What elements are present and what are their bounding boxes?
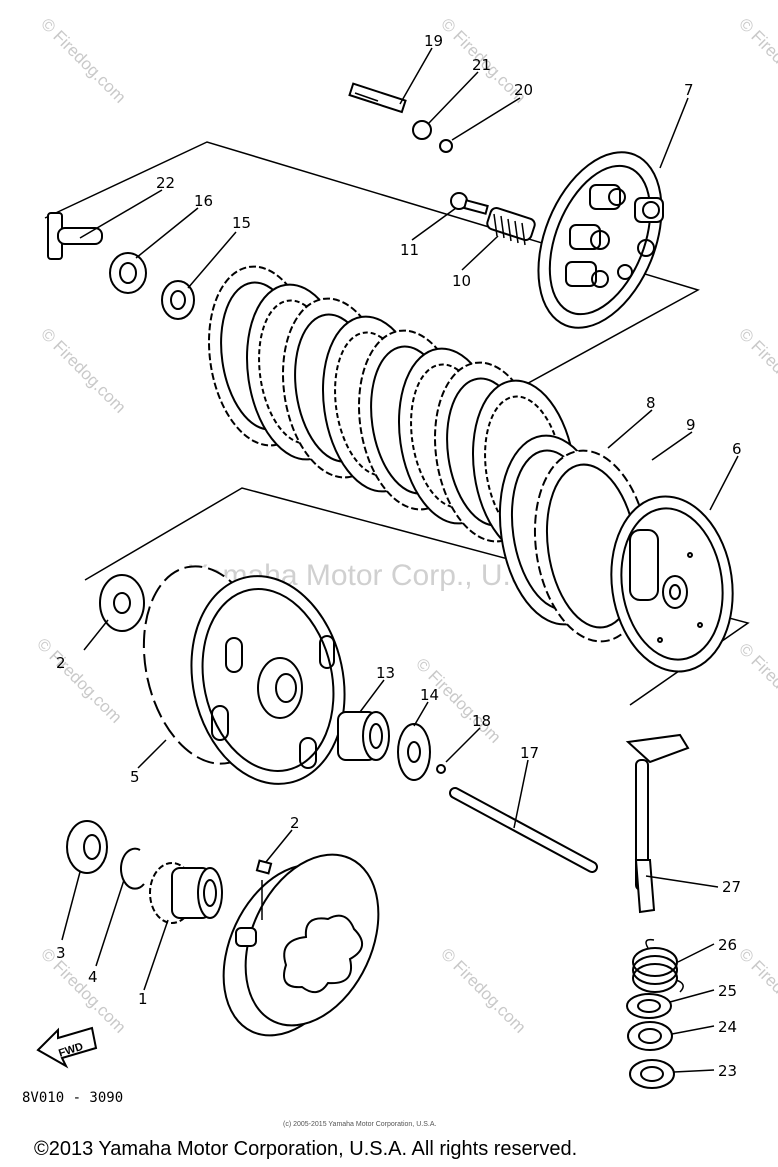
- part-24-bearing: [627, 1021, 673, 1051]
- part-7-pressure-plate: [537, 151, 664, 329]
- part-21-nut: [412, 120, 432, 140]
- watermark: © Firedog.com: [735, 639, 778, 731]
- part-1-primary-drive-gear: [149, 862, 223, 924]
- part-label: 16: [194, 192, 213, 210]
- watermark: © Firedog.com: [37, 324, 129, 416]
- part-22-push-lever-shaft: [47, 212, 103, 260]
- part-label: 14: [420, 686, 439, 704]
- part-label: 19: [424, 32, 443, 50]
- part-label: 1: [138, 990, 148, 1008]
- copyright-notice: ©2013 Yamaha Motor Corporation, U.S.A. A…: [34, 1138, 577, 1160]
- watermark: © Firedog.com: [37, 944, 129, 1036]
- part-label: 18: [472, 712, 491, 730]
- part-10-spring: [486, 206, 536, 246]
- part-11-screw: [450, 192, 489, 215]
- part-label: 23: [718, 1062, 737, 1080]
- fwd-arrow-icon: FWD: [36, 1026, 98, 1069]
- watermark: © Firedog.com: [735, 14, 778, 106]
- part-label: 17: [520, 744, 539, 762]
- part-label: 26: [718, 936, 737, 954]
- part-label: 11: [400, 241, 419, 259]
- part-label: 4: [88, 968, 98, 986]
- part-label: 21: [472, 56, 491, 74]
- leader-lines: [61, 47, 739, 1073]
- drawing-code: 8V010 - 3090: [22, 1090, 123, 1106]
- part-label: 2: [290, 814, 300, 832]
- part-label: 5: [130, 768, 140, 786]
- part-labels: 19 21 20 7 22 16 15 11 10 8 9 6 2 5 13 1…: [56, 32, 742, 1080]
- part-17-push-rod: [449, 787, 598, 873]
- part-23-bearing: [629, 1059, 675, 1089]
- part-6-clutch-boss: [610, 495, 734, 673]
- part-label: 25: [718, 982, 737, 1000]
- part-13-spacer: [337, 711, 390, 761]
- part-19-bolt: [348, 82, 407, 114]
- part-label: 27: [722, 878, 741, 896]
- watermark: © Firedog.com: [437, 944, 529, 1036]
- part-label: 10: [452, 272, 471, 290]
- part-16-bearing: [109, 252, 147, 294]
- clutch-plate-stack: [208, 265, 577, 557]
- part-25-seal: [626, 993, 672, 1019]
- watermark: © Firedog.com: [735, 944, 778, 1036]
- part-label: 24: [718, 1018, 737, 1036]
- part-label: 8: [646, 394, 656, 412]
- part-15-lock-washer: [161, 280, 195, 320]
- part-label: 15: [232, 214, 251, 232]
- part-label: 13: [376, 664, 395, 682]
- small-copyright: (c) 2005-2015 Yamaha Motor Corporation, …: [283, 1121, 436, 1128]
- part-27-push-lever: [625, 733, 690, 914]
- part-2-thrust-washer: [99, 574, 145, 632]
- part-label: 6: [732, 440, 742, 458]
- watermark: © Firedog.com: [735, 324, 778, 416]
- part-label: 9: [686, 416, 696, 434]
- part-4-circlip: [120, 847, 145, 890]
- part-2-key: [255, 859, 273, 875]
- part-2-upper-label: 2: [56, 654, 66, 672]
- balancer-weight: [222, 853, 380, 1037]
- part-20-washer: [439, 139, 453, 153]
- part-3-nut: [66, 820, 108, 874]
- part-label: 7: [684, 81, 694, 99]
- part-label: 20: [514, 81, 533, 99]
- part-18-ball: [436, 764, 446, 774]
- part-14-washer: [397, 723, 431, 781]
- part-26-spring: [632, 938, 684, 993]
- part-label: 3: [56, 944, 66, 962]
- part-5-clutch-housing: [142, 565, 346, 785]
- upper-outline: [44, 141, 700, 416]
- watermark: © Firedog.com: [33, 634, 125, 726]
- watermark: © Firedog.com: [37, 14, 129, 106]
- part-label: 22: [156, 174, 175, 192]
